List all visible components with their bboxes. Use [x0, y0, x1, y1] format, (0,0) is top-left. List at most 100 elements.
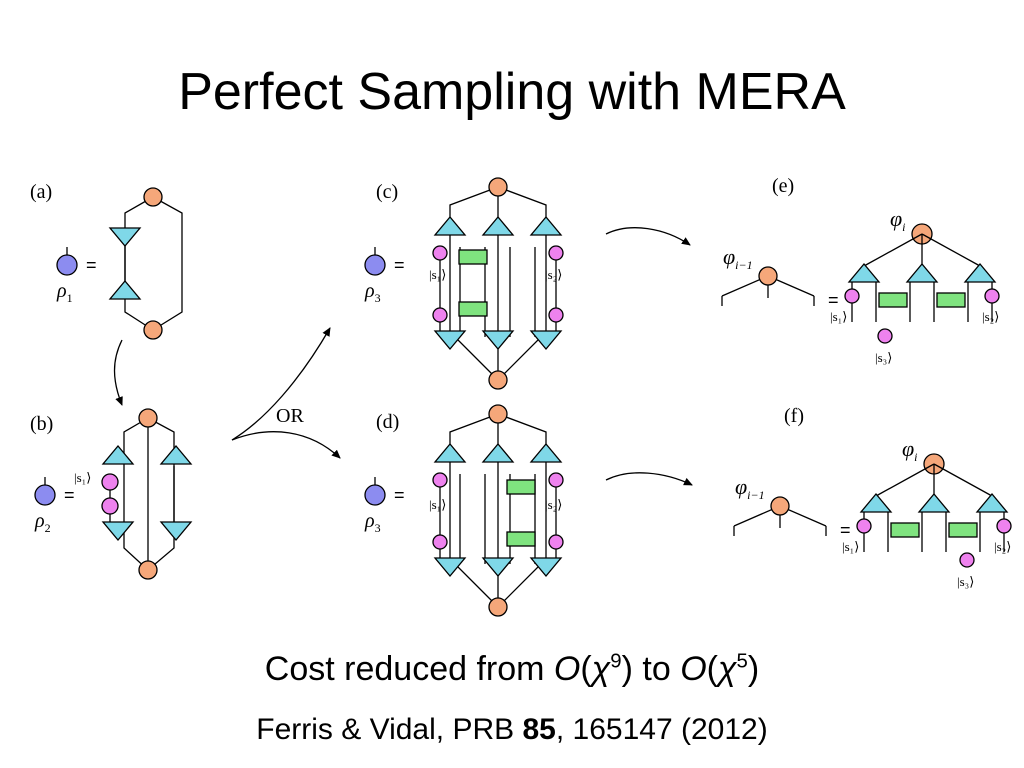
flow-arrow	[113, 339, 123, 406]
top-tensor	[488, 404, 508, 424]
projected-state	[996, 518, 1012, 534]
bond-path	[449, 186, 499, 381]
phi-label: φi	[890, 206, 906, 234]
flow-arrow	[605, 472, 693, 486]
disentangler-tensor	[458, 249, 488, 265]
isometry-tensor	[481, 557, 515, 578]
bond-path	[147, 417, 175, 571]
panel-label-b: (b)	[30, 413, 53, 435]
bond-path	[497, 186, 547, 381]
slide-title: Perfect Sampling with MERA	[178, 63, 846, 121]
ket-s1: |s₁⟩	[429, 267, 446, 282]
cost-statement: Cost reduced from O(χ9) to O(χ5)	[264, 650, 760, 688]
ket-s1: |s₁⟩	[74, 470, 91, 485]
equals-sign: =	[394, 485, 405, 505]
flow-arrow	[231, 431, 341, 459]
top-tensor	[488, 597, 508, 617]
phi-label: φi−1	[735, 474, 765, 502]
ket-s2: |s₂⟩	[994, 539, 1011, 554]
isometry-tensor	[975, 492, 1009, 513]
ket-s2: |s₂⟩	[545, 497, 562, 512]
top-tensor	[138, 408, 158, 428]
equals-sign: =	[86, 255, 97, 275]
panel-label-d: (d)	[376, 411, 399, 433]
bond-path	[152, 196, 183, 331]
or-label: OR	[276, 405, 304, 427]
isometry-tensor	[108, 279, 142, 300]
equals-sign: =	[64, 485, 75, 505]
equals-sign: =	[394, 255, 405, 275]
projected-state	[877, 328, 893, 344]
isometry-tensor	[917, 492, 951, 513]
phi-node	[758, 266, 778, 286]
flow-arrow	[231, 327, 331, 441]
ket-s2: |s₂⟩	[982, 309, 999, 324]
top-tensor	[488, 177, 508, 197]
ket-s2: |s₂⟩	[545, 267, 562, 282]
ket-s1: |s₁⟩	[830, 309, 847, 324]
projected-state	[548, 307, 564, 323]
density-node	[34, 484, 56, 506]
projected-state	[432, 534, 448, 550]
bond-path	[123, 417, 149, 571]
isometry-tensor	[905, 262, 939, 283]
phi-label: φi	[902, 436, 918, 464]
isometry-tensor	[159, 521, 193, 542]
bond-path	[497, 413, 547, 608]
isometry-tensor	[529, 215, 563, 236]
isometry-tensor	[159, 444, 193, 465]
projected-state	[432, 245, 448, 261]
phi-label: φi−1	[723, 244, 753, 272]
panel-label-e: (e)	[772, 175, 794, 197]
projected-state	[432, 472, 448, 488]
panel-label-a: (a)	[30, 181, 52, 203]
projected-state	[432, 307, 448, 323]
projected-state	[548, 472, 564, 488]
phi-node	[770, 496, 790, 516]
projected-state	[548, 534, 564, 550]
mera-diagram: (a)=ρ1(b)=ρ2|s₁⟩OR(c)=ρ3|s₁⟩|s₂⟩(d)=ρ3|s…	[30, 175, 1012, 617]
isometry-tensor	[108, 227, 142, 248]
isometry-tensor	[433, 330, 467, 351]
top-tensor	[488, 370, 508, 390]
bond-path	[124, 196, 154, 331]
bond-line	[933, 463, 993, 497]
ket-s1: |s₁⟩	[842, 539, 859, 554]
isometry-tensor	[433, 215, 467, 236]
top-tensor	[143, 320, 163, 340]
projected-state	[984, 288, 1000, 304]
isometry-tensor	[481, 442, 515, 463]
top-tensor	[138, 560, 158, 580]
disentangler-tensor	[890, 522, 920, 538]
density-node	[56, 254, 78, 276]
density-node	[364, 254, 386, 276]
equals-sign: =	[840, 520, 851, 540]
flow-arrow	[605, 227, 691, 246]
rho-label: ρ3	[364, 280, 381, 305]
rho-label: ρ1	[56, 280, 73, 305]
disentangler-tensor	[506, 479, 536, 495]
bond-line	[863, 233, 923, 267]
ket-s1: |s₁⟩	[429, 497, 446, 512]
disentangler-tensor	[458, 301, 488, 317]
reference: Ferris & Vidal, PRB 85, 165147 (2012)	[256, 713, 768, 746]
isometry-tensor	[481, 330, 515, 351]
disentangler-tensor	[506, 531, 536, 547]
isometry-tensor	[529, 442, 563, 463]
isometry-tensor	[101, 444, 135, 465]
projected-state	[844, 288, 860, 304]
disentangler-tensor	[936, 292, 966, 308]
projected-state	[959, 552, 975, 568]
ket-s3: |s₃⟩	[957, 574, 974, 589]
bond-line	[921, 233, 981, 267]
disentangler-tensor	[948, 522, 978, 538]
projected-state	[548, 245, 564, 261]
isometry-tensor	[847, 262, 881, 283]
projected-state	[101, 497, 119, 515]
bond-path	[449, 413, 499, 608]
isometry-tensor	[433, 442, 467, 463]
top-tensor	[143, 187, 163, 207]
ket-s3: |s₃⟩	[875, 350, 892, 365]
isometry-tensor	[481, 215, 515, 236]
density-node	[364, 484, 386, 506]
